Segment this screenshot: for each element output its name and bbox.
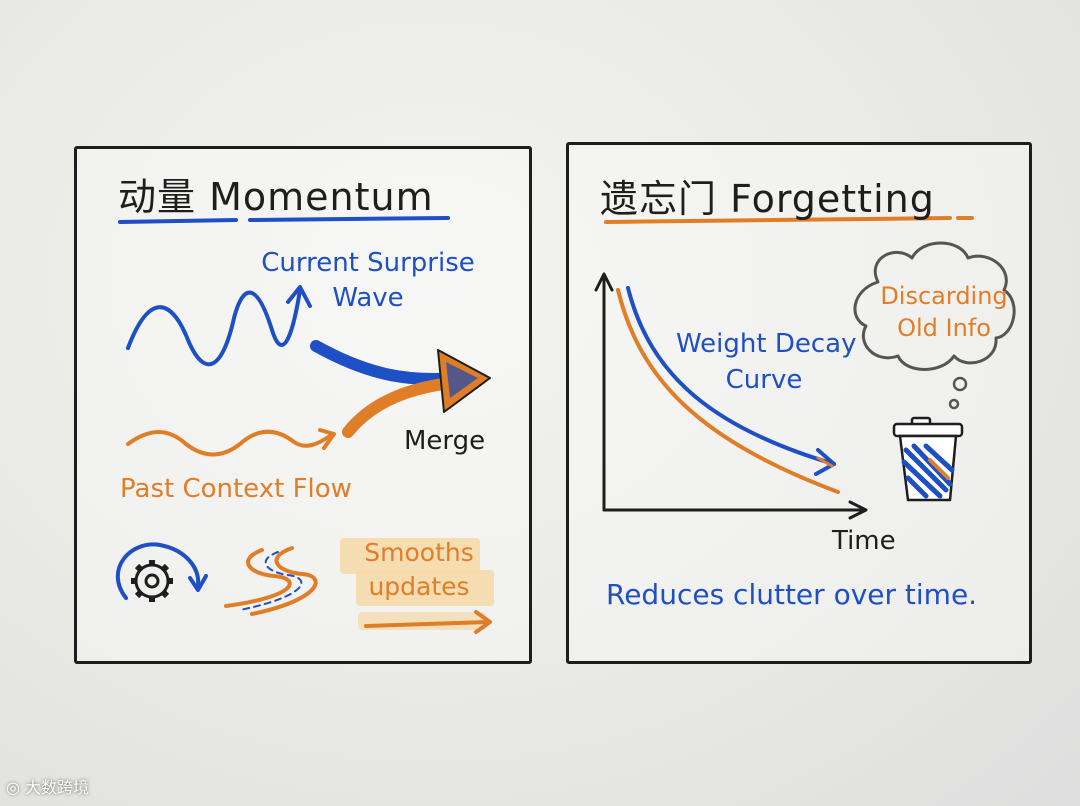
weight-decay-line2: Curve: [676, 362, 852, 398]
current-surprise-line1: Current Surprise: [256, 246, 480, 281]
current-surprise-label: Current Surprise Wave: [256, 246, 480, 316]
thought-line1: Discarding: [870, 280, 1018, 312]
forgetting-title: 遗忘门 Forgetting: [600, 168, 935, 223]
smooths-line1: Smooths: [352, 536, 486, 570]
time-axis-label: Time: [832, 526, 896, 556]
merge-label: Merge: [404, 426, 485, 456]
weight-decay-label: Weight Decay Curve: [676, 326, 852, 398]
past-context-wave: [128, 432, 330, 455]
winding-road-icon: [226, 548, 316, 614]
weight-decay-line1: Weight Decay: [676, 326, 852, 362]
momentum-title: 动量 Momentum: [118, 166, 434, 221]
thought-line2: Old Info: [870, 312, 1018, 344]
blue-merge-arrow: [316, 346, 458, 379]
past-context-label: Past Context Flow: [120, 474, 352, 504]
thought-text: Discarding Old Info: [870, 280, 1018, 344]
smooths-line2: updates: [352, 570, 486, 604]
gear-icon: [131, 560, 173, 602]
watermark-logo-icon: ◎: [6, 778, 25, 797]
watermark: ◎ 大数跨境: [6, 774, 89, 798]
current-surprise-line2: Wave: [256, 281, 480, 316]
watermark-text: 大数跨境: [25, 778, 89, 797]
trash-can-icon: [894, 418, 962, 500]
circular-arrow-icon: [118, 544, 198, 598]
smooths-updates-label: Smooths updates: [352, 536, 486, 604]
caption: Reduces clutter over time.: [606, 578, 977, 611]
